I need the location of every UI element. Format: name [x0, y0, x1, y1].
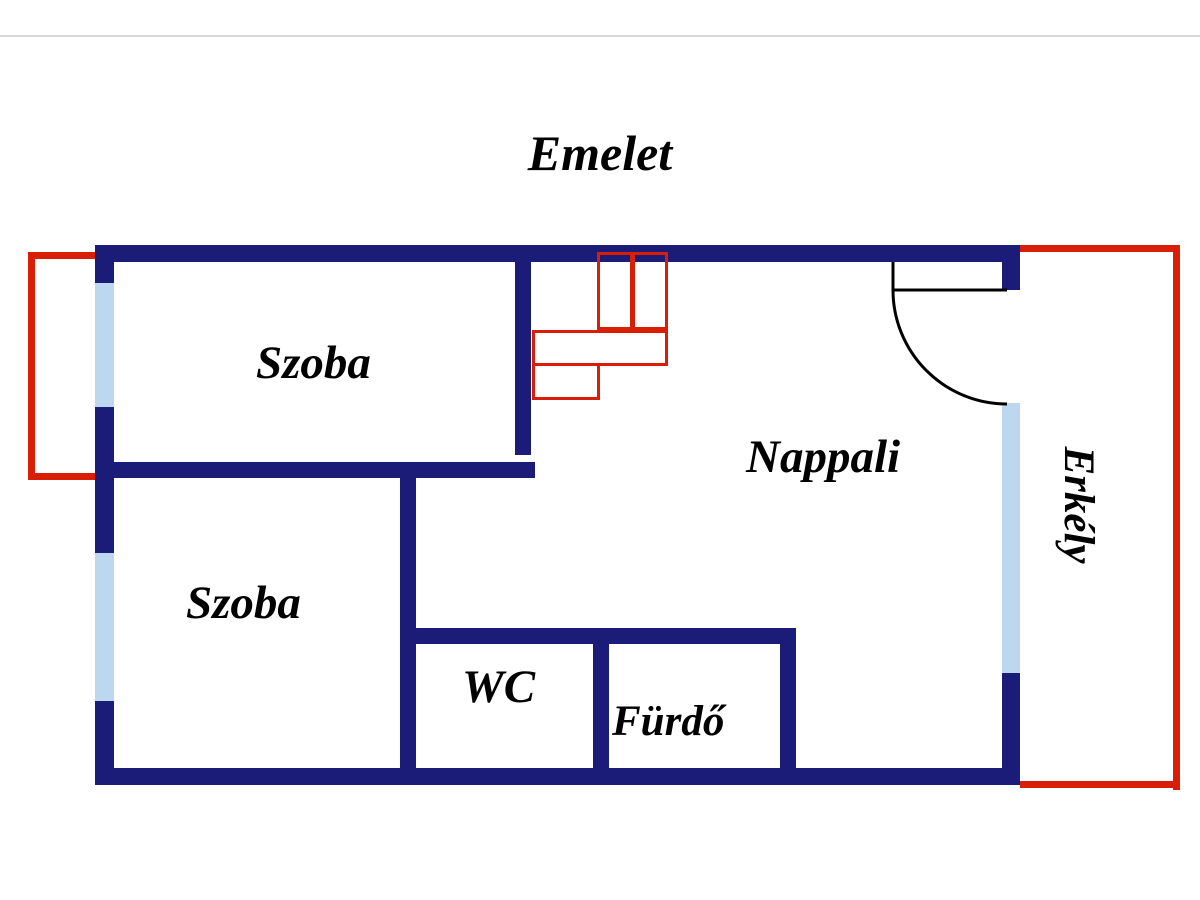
- room-label-nappali: Nappali: [746, 431, 901, 483]
- furdo-right-wall: [780, 628, 796, 785]
- szoba-upper-right-wall: [515, 245, 531, 455]
- right-balcony-right-line: [1173, 245, 1180, 790]
- stairs-step: [632, 252, 668, 330]
- room-label-wc: WC: [462, 661, 536, 713]
- right-balcony-top-line: [1020, 245, 1180, 252]
- door-arc: [891, 262, 1008, 406]
- window-right-balcony: [1002, 403, 1020, 673]
- room-label-szoba-upper: Szoba: [256, 337, 371, 389]
- room-label-erkely: Erkély: [1055, 446, 1102, 564]
- szoba-lower-right-wall: [400, 462, 416, 785]
- right-wall-segment: [1002, 673, 1020, 768]
- window-left-upper: [95, 283, 114, 407]
- szoba-upper-bottom-wall: [95, 462, 535, 478]
- right-balcony-bottom-line: [1020, 781, 1180, 788]
- top-divider: [0, 35, 1200, 37]
- page-title: Emelet: [527, 125, 673, 181]
- stairs-step: [532, 330, 668, 366]
- left-balcony-bottom-line: [28, 473, 98, 480]
- left-balcony-left-line: [28, 252, 35, 480]
- top-wall: [95, 245, 1020, 262]
- left-wall-segment: [95, 701, 114, 768]
- room-label-furdo: Fürdő: [612, 698, 725, 745]
- stairs-step: [532, 363, 600, 400]
- left-balcony-top-line: [28, 252, 98, 259]
- bottom-wall: [95, 768, 1020, 785]
- left-wall-segment: [95, 262, 114, 283]
- stairs-step: [597, 252, 633, 330]
- window-left-lower: [95, 553, 114, 701]
- left-wall-segment: [95, 407, 114, 553]
- room-label-szoba-lower: Szoba: [186, 577, 301, 629]
- wc-furdo-divider-wall: [593, 628, 609, 785]
- right-wall-segment: [1002, 262, 1020, 290]
